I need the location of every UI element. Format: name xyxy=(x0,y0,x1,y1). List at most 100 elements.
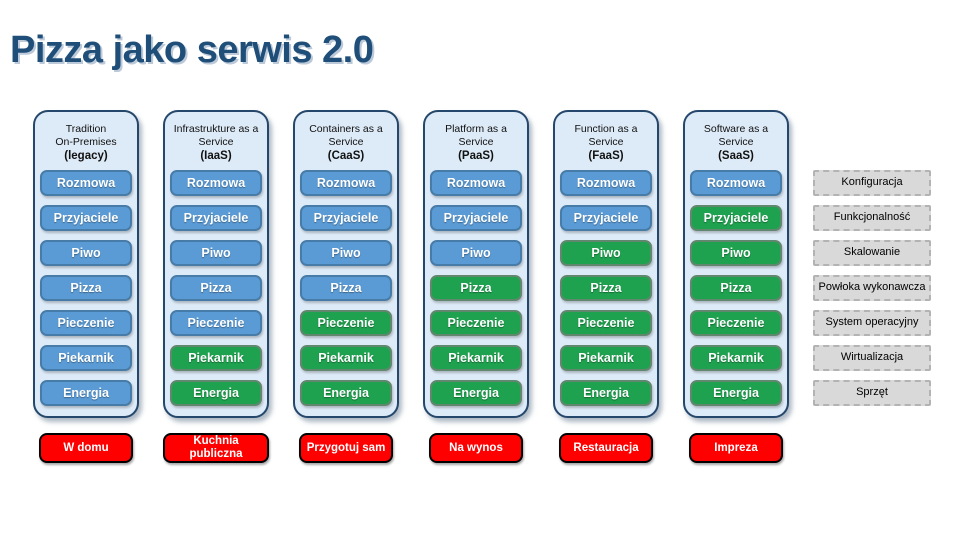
cell-piwo: Piwo xyxy=(560,240,652,266)
cell-przyjaciele: Przyjaciele xyxy=(40,205,132,231)
cell-przyjaciele: Przyjaciele xyxy=(300,205,392,231)
cell-piwo: Piwo xyxy=(300,240,392,266)
cell-pieczenie: Pieczenie xyxy=(300,310,392,336)
cell-pieczenie: Pieczenie xyxy=(690,310,782,336)
layer-label: Konfiguracja xyxy=(813,170,931,196)
cell-pizza: Pizza xyxy=(300,275,392,301)
cell-pieczenie: Pieczenie xyxy=(170,310,262,336)
scenario-label: W domu xyxy=(39,433,133,463)
cell-przyjaciele: Przyjaciele xyxy=(690,205,782,231)
column-acronym: (SaaS) xyxy=(718,149,754,162)
scenario-slot: Na wynos xyxy=(423,433,529,463)
scenario-row: W domu Kuchnia publiczna Przygotuj sam Na w… xyxy=(33,433,789,463)
scenario-label: Restauracja xyxy=(559,433,653,463)
column-acronym: (PaaS) xyxy=(458,149,494,162)
column-header-line: Service xyxy=(588,135,624,148)
column-header-line: Software as a xyxy=(703,122,769,135)
cell-rozmowa: Rozmowa xyxy=(690,170,782,196)
layer-label: Sprzęt xyxy=(813,380,931,406)
layer-label: Powłoka wykonawcza xyxy=(813,275,931,301)
cell-przyjaciele: Przyjaciele xyxy=(560,205,652,231)
cell-rozmowa: Rozmowa xyxy=(560,170,652,196)
cell-rozmowa: Rozmowa xyxy=(430,170,522,196)
column-header-line: Tradition xyxy=(65,122,107,135)
column-acronym: (CaaS) xyxy=(327,149,365,162)
cell-piwo: Piwo xyxy=(430,240,522,266)
column-acronym: (IaaS) xyxy=(200,149,232,162)
scenario-slot: Restauracja xyxy=(553,433,659,463)
scenario-slot: Przygotuj sam xyxy=(293,433,399,463)
column-header-line: Service xyxy=(328,135,364,148)
cell-pizza: Pizza xyxy=(40,275,132,301)
cell-piwo: Piwo xyxy=(40,240,132,266)
column-acronym: (legacy) xyxy=(64,149,108,162)
cell-energia: Energia xyxy=(560,380,652,406)
column-header-line: Infrastrukture as a xyxy=(173,122,259,135)
cell-pizza: Pizza xyxy=(560,275,652,301)
cell-piekarnik: Piekarnik xyxy=(300,345,392,371)
cell-energia: Energia xyxy=(170,380,262,406)
scenario-slot: W domu xyxy=(33,433,139,463)
scenario-slot: Kuchnia publiczna xyxy=(163,433,269,463)
column-header-line: Function as a xyxy=(574,122,638,135)
scenario-label: Impreza xyxy=(689,433,783,463)
page-title: Pizza jako serwis 2.0 xyxy=(10,29,374,72)
scenario-label: Na wynos xyxy=(429,433,523,463)
cell-pizza: Pizza xyxy=(690,275,782,301)
layer-label: Wirtualizacja xyxy=(813,345,931,371)
cell-piekarnik: Piekarnik xyxy=(560,345,652,371)
scenario-label: Przygotuj sam xyxy=(299,433,393,463)
column-acronym: (FaaS) xyxy=(588,149,624,162)
column-header-line: Containers as a xyxy=(309,122,383,135)
cell-energia: Energia xyxy=(430,380,522,406)
layer-label: Skalowanie xyxy=(813,240,931,266)
scenario-label: Kuchnia publiczna xyxy=(163,433,269,463)
cell-piekarnik: Piekarnik xyxy=(40,345,132,371)
cell-piwo: Piwo xyxy=(690,240,782,266)
cell-pieczenie: Pieczenie xyxy=(560,310,652,336)
cell-piekarnik: Piekarnik xyxy=(170,345,262,371)
cell-pieczenie: Pieczenie xyxy=(430,310,522,336)
layer-label: System operacyjny xyxy=(813,310,931,336)
cell-energia: Energia xyxy=(300,380,392,406)
cell-rozmowa: Rozmowa xyxy=(40,170,132,196)
cell-przyjaciele: Przyjaciele xyxy=(430,205,522,231)
cell-piekarnik: Piekarnik xyxy=(690,345,782,371)
column-header-line: Service xyxy=(718,135,754,148)
cell-rozmowa: Rozmowa xyxy=(300,170,392,196)
cell-pieczenie: Pieczenie xyxy=(40,310,132,336)
layer-label: Funkcjonalność xyxy=(813,205,931,231)
column-header-line: Service xyxy=(198,135,234,148)
cell-pizza: Pizza xyxy=(170,275,262,301)
cell-przyjaciele: Przyjaciele xyxy=(170,205,262,231)
cell-rozmowa: Rozmowa xyxy=(170,170,262,196)
column-header-line: Service xyxy=(458,135,494,148)
cell-energia: Energia xyxy=(40,380,132,406)
cell-energia: Energia xyxy=(690,380,782,406)
column-header-line: Platform as a xyxy=(445,122,507,135)
cell-pizza: Pizza xyxy=(430,275,522,301)
cell-piwo: Piwo xyxy=(170,240,262,266)
cell-piekarnik: Piekarnik xyxy=(430,345,522,371)
scenario-slot: Impreza xyxy=(683,433,789,463)
